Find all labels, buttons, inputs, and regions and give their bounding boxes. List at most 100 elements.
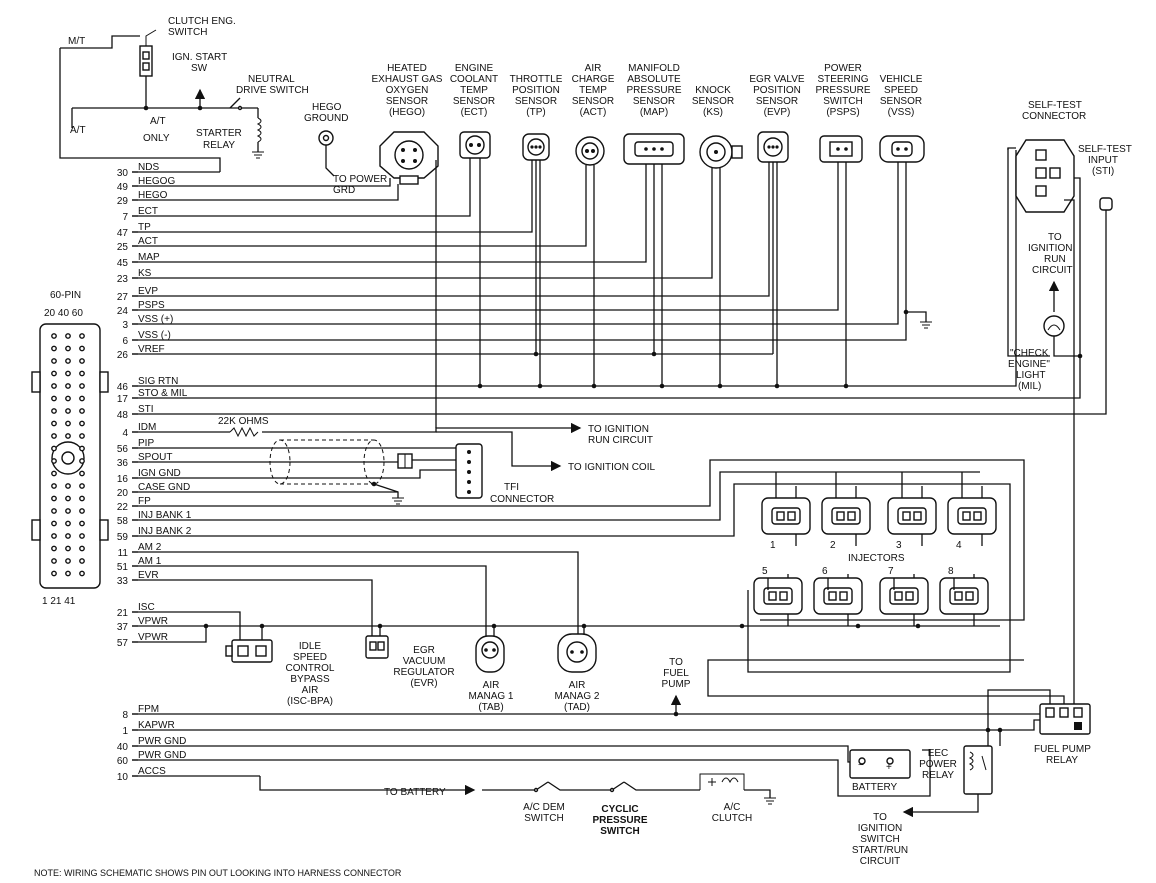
isc-label: IDLE SPEED CONTROL BYPASS AIR (ISC-BPA) <box>286 641 335 707</box>
pin-name: PIP <box>138 438 154 449</box>
ecu-pin-dot <box>65 495 71 502</box>
pin-number: 45 <box>117 258 129 269</box>
pin-number: 23 <box>117 274 129 285</box>
pin-name: STO & MIL <box>138 388 188 399</box>
injector-number: 8 <box>948 566 954 577</box>
pin-number: 58 <box>117 516 129 527</box>
svg-text:HEATED: HEATED <box>387 63 427 74</box>
air-manag-1-label: AIR MANAG 1 (TAB) <box>468 680 513 713</box>
pin-name: IDM <box>138 422 156 433</box>
svg-text:MANIFOLD: MANIFOLD <box>628 63 680 74</box>
svg-text:(EVP): (EVP) <box>764 107 791 118</box>
act-sensor-icon <box>575 136 605 166</box>
pin-number: 10 <box>117 772 129 783</box>
svg-text:(ISC-BPA): (ISC-BPA) <box>287 696 333 707</box>
ecu-connector: 60-PIN 20 40 60 1 21 41 <box>31 290 109 607</box>
svg-text:CLUTCH: CLUTCH <box>712 813 753 824</box>
ecu-pin-dot <box>65 420 71 427</box>
ecu-pin-dot <box>51 570 57 577</box>
ecu-pin-dot <box>65 483 71 489</box>
at-only-label-2: ONLY <box>143 133 170 144</box>
pin-name: AM 2 <box>138 542 162 553</box>
pin-rows: 30NDS49HEGOG29HEGO7ECT47TP25ACT45MAP23KS… <box>117 162 192 783</box>
at-label: A/T <box>70 125 86 136</box>
svg-text:(TAD): (TAD) <box>564 702 590 713</box>
pin-number: 24 <box>117 306 129 317</box>
svg-text:THROTTLE: THROTTLE <box>510 74 563 85</box>
battery-label: BATTERY <box>852 782 898 793</box>
svg-text:(KS): (KS) <box>703 107 723 118</box>
ecu-pin-dot <box>79 533 85 539</box>
ecu-pin-dot <box>65 395 71 402</box>
ecu-top-pins-label: 20 40 60 <box>44 308 83 319</box>
eec-power-relay-icon <box>963 745 993 795</box>
svg-text:VEHICLE: VEHICLE <box>880 74 923 85</box>
injector-number: 1 <box>770 540 776 551</box>
tp-sensor-icon <box>522 133 550 161</box>
svg-text:ENGINE: ENGINE <box>455 63 494 74</box>
pin-number: 30 <box>117 168 129 179</box>
ac-clutch-label: A/C CLUTCH <box>712 802 753 824</box>
pin-number: 33 <box>117 576 129 587</box>
sti-label-2: INPUT <box>1088 155 1118 166</box>
pin-name: SPOUT <box>138 452 172 463</box>
ign-start-label-1: IGN. START <box>172 52 227 63</box>
pin-name: PWR GND <box>138 736 186 747</box>
ecu-pin-dot <box>79 420 85 427</box>
ecu-pin-dot <box>79 383 85 389</box>
pin-number: 17 <box>117 394 129 405</box>
svg-text:SENSOR: SENSOR <box>756 96 798 107</box>
svg-text:A/C DEM: A/C DEM <box>523 802 565 813</box>
pin-name: VPWR <box>138 616 168 627</box>
sensor-vss: VEHICLE SPEED SENSOR (VSS) <box>880 74 923 118</box>
resistor-icon <box>229 426 259 438</box>
sensor-map: MANIFOLD ABSOLUTE PRESSURE SENSOR (MAP) <box>626 63 681 118</box>
ecu-pin-dots <box>51 333 85 577</box>
svg-text:EEC: EEC <box>928 748 949 759</box>
ecu-pin-dot <box>51 420 57 427</box>
air-manag-2-icon <box>557 633 597 673</box>
svg-text:RELAY: RELAY <box>922 770 954 781</box>
ecu-pin-dot <box>51 383 57 389</box>
pin-name: ECT <box>138 206 158 217</box>
injector-5-icon: 5 <box>753 566 803 626</box>
ecu-pin-dot <box>51 408 57 414</box>
to-power-grd-1: TO POWER <box>333 174 387 185</box>
injector-number: 7 <box>888 566 894 577</box>
hego-sensor-icon <box>379 131 439 185</box>
svg-text:MANAG 2: MANAG 2 <box>554 691 599 702</box>
mil-label-3: LIGHT <box>1016 370 1045 381</box>
evp-sensor-icon <box>757 131 789 163</box>
neutral-switch-label-2: DRIVE SWITCH <box>236 85 309 96</box>
hego-ground: HEGO GROUND TO POWER GRD <box>304 102 387 196</box>
ecu-pin-dot <box>65 533 71 539</box>
pin-name: VREF <box>138 344 165 355</box>
ecu-pin-dot <box>65 383 71 389</box>
pin-name: KS <box>138 268 152 279</box>
to-ign-run-3: RUN <box>1044 254 1066 265</box>
self-test-section: SELF-TEST CONNECTOR SELF-TEST INPUT (STI… <box>132 100 1132 415</box>
ecu-pin-dot <box>51 358 57 364</box>
pin-number: 29 <box>117 196 129 207</box>
ecu-pin-dot <box>79 433 85 439</box>
svg-text:(TAB): (TAB) <box>478 702 503 713</box>
psps-sensor-icon <box>819 135 863 163</box>
to-fuel-pump-label: TO FUEL PUMP <box>662 657 691 690</box>
svg-text:VACUUM: VACUUM <box>403 656 446 667</box>
pin-name: INJ BANK 2 <box>138 526 192 537</box>
pin-number: 59 <box>117 532 129 543</box>
pin-number: 27 <box>117 292 129 303</box>
power-section: FUEL PUMP RELAY − + BATTERY EEC POWER RE… <box>132 199 1091 867</box>
pin-number: 26 <box>117 350 129 361</box>
injector-2-icon: 2 <box>821 472 871 551</box>
svg-text:POWER: POWER <box>919 759 957 770</box>
ecu-pin-dot <box>79 445 85 452</box>
to-ign-run-4: CIRCUIT <box>1032 265 1073 276</box>
svg-text:CHARGE: CHARGE <box>572 74 615 85</box>
